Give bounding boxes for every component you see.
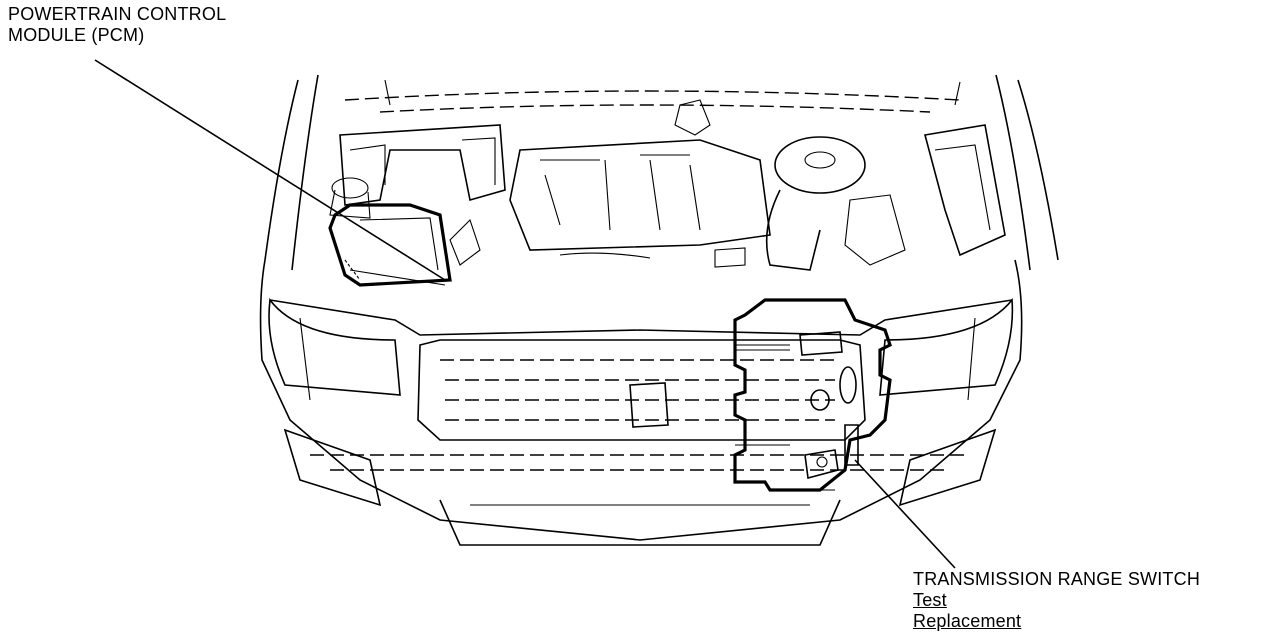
pcm-callout: POWERTRAIN CONTROL MODULE (PCM) <box>8 4 226 46</box>
pcm-callout-line1: POWERTRAIN CONTROL <box>8 4 227 24</box>
open-hood <box>264 74 1059 271</box>
front-fascia <box>259 259 1023 546</box>
transmission-range-switch <box>733 298 892 492</box>
trs-leader-line <box>854 459 956 569</box>
trs-callout-title: TRANSMISSION RANGE SWITCH <box>913 569 1201 589</box>
trs-replacement-link[interactable]: Replacement <box>913 611 1022 631</box>
trs-callout: TRANSMISSION RANGE SWITCH Test Replaceme… <box>913 569 1200 632</box>
engine-bay <box>329 99 1006 271</box>
trs-test-link[interactable]: Test <box>913 590 947 610</box>
pcm-module <box>328 203 452 287</box>
pcm-leader-line <box>94 59 446 281</box>
pcm-callout-line2: MODULE (PCM) <box>8 25 145 45</box>
